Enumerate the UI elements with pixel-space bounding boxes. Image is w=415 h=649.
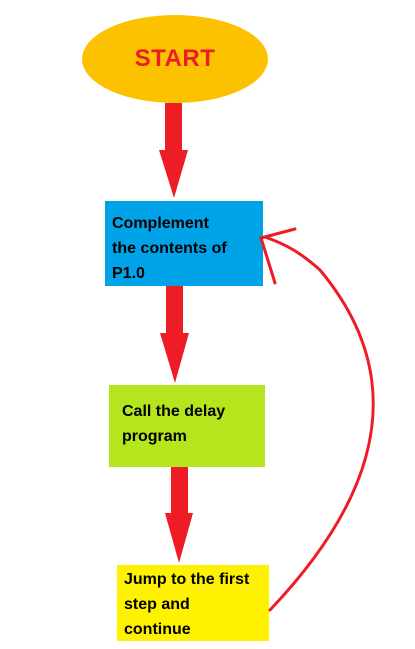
jump-step-text: Jump to the first step and continue [117,565,269,641]
delay-step-text: Call the delay program [109,385,265,467]
loop-back-arrow [259,227,375,612]
delay-step-box [109,385,265,467]
complement-line-1: Complement [112,215,209,232]
start-label: START [134,45,216,72]
arrow-delay-to-jump [165,467,193,563]
delay-line-2: program [122,428,187,445]
complement-line-3: P1.0 [112,265,145,282]
complement-line-2: the contents of [112,240,227,257]
arrow-complement-to-delay [160,286,189,383]
complement-step-box [105,201,263,286]
start-terminal [82,15,268,103]
complement-step-text: Complement the contents of P1.0 [105,201,263,286]
jump-line-2: step and [124,596,190,613]
jump-line-1: Jump to the first [124,571,250,588]
arrow-start-to-complement [159,103,188,198]
jump-line-3: continue [124,621,191,638]
jump-step-box [117,565,269,641]
delay-line-1: Call the delay [122,403,226,420]
